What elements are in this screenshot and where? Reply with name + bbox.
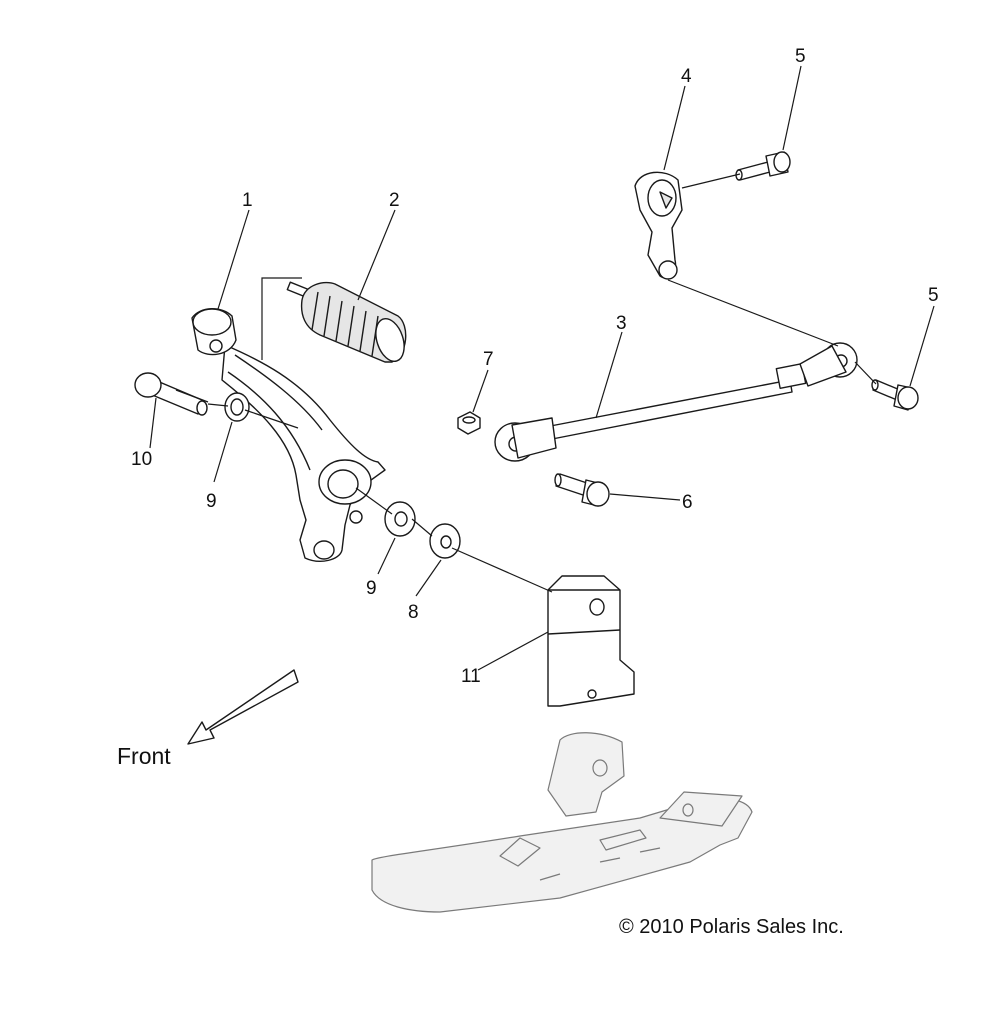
rod-bolt-part [554, 473, 610, 507]
shift-arm-clamp-part [634, 171, 683, 280]
callout-3: 3 [616, 313, 627, 334]
shift-peg-part [286, 281, 407, 363]
shift-lever-part [191, 308, 386, 562]
callout-10: 10 [131, 449, 152, 470]
shift-rod-part [494, 342, 858, 462]
callout-5a: 5 [795, 46, 806, 67]
front-label: Front [117, 743, 171, 769]
pivot-bolt-part [134, 372, 209, 416]
callout-1: 1 [242, 190, 253, 211]
bushing-left-part [224, 392, 250, 422]
callout-4: 4 [681, 66, 692, 87]
bushing-right-part [384, 501, 416, 537]
callout-labels: 1 2 3 4 5 5 6 7 8 9 9 10 11 [131, 46, 939, 687]
copyright-notice: © 2010 Polaris Sales Inc. [619, 916, 844, 938]
callout-9a: 9 [206, 491, 217, 512]
bracket-part [547, 575, 635, 707]
callout-11: 11 [461, 666, 481, 687]
flat-washer-part [429, 523, 461, 559]
footrest-reference-part [371, 732, 753, 913]
callout-5b: 5 [928, 285, 939, 306]
callout-9b: 9 [366, 578, 377, 599]
nut-part [457, 411, 481, 435]
front-direction-arrow [187, 669, 299, 745]
clamp-bolt-part [735, 151, 791, 181]
leader-lines [149, 65, 935, 671]
rod-end-bolt-part [871, 379, 919, 411]
callout-8: 8 [408, 602, 419, 623]
callout-6: 6 [682, 492, 693, 513]
callout-2: 2 [389, 190, 400, 211]
callout-7: 7 [483, 349, 494, 370]
